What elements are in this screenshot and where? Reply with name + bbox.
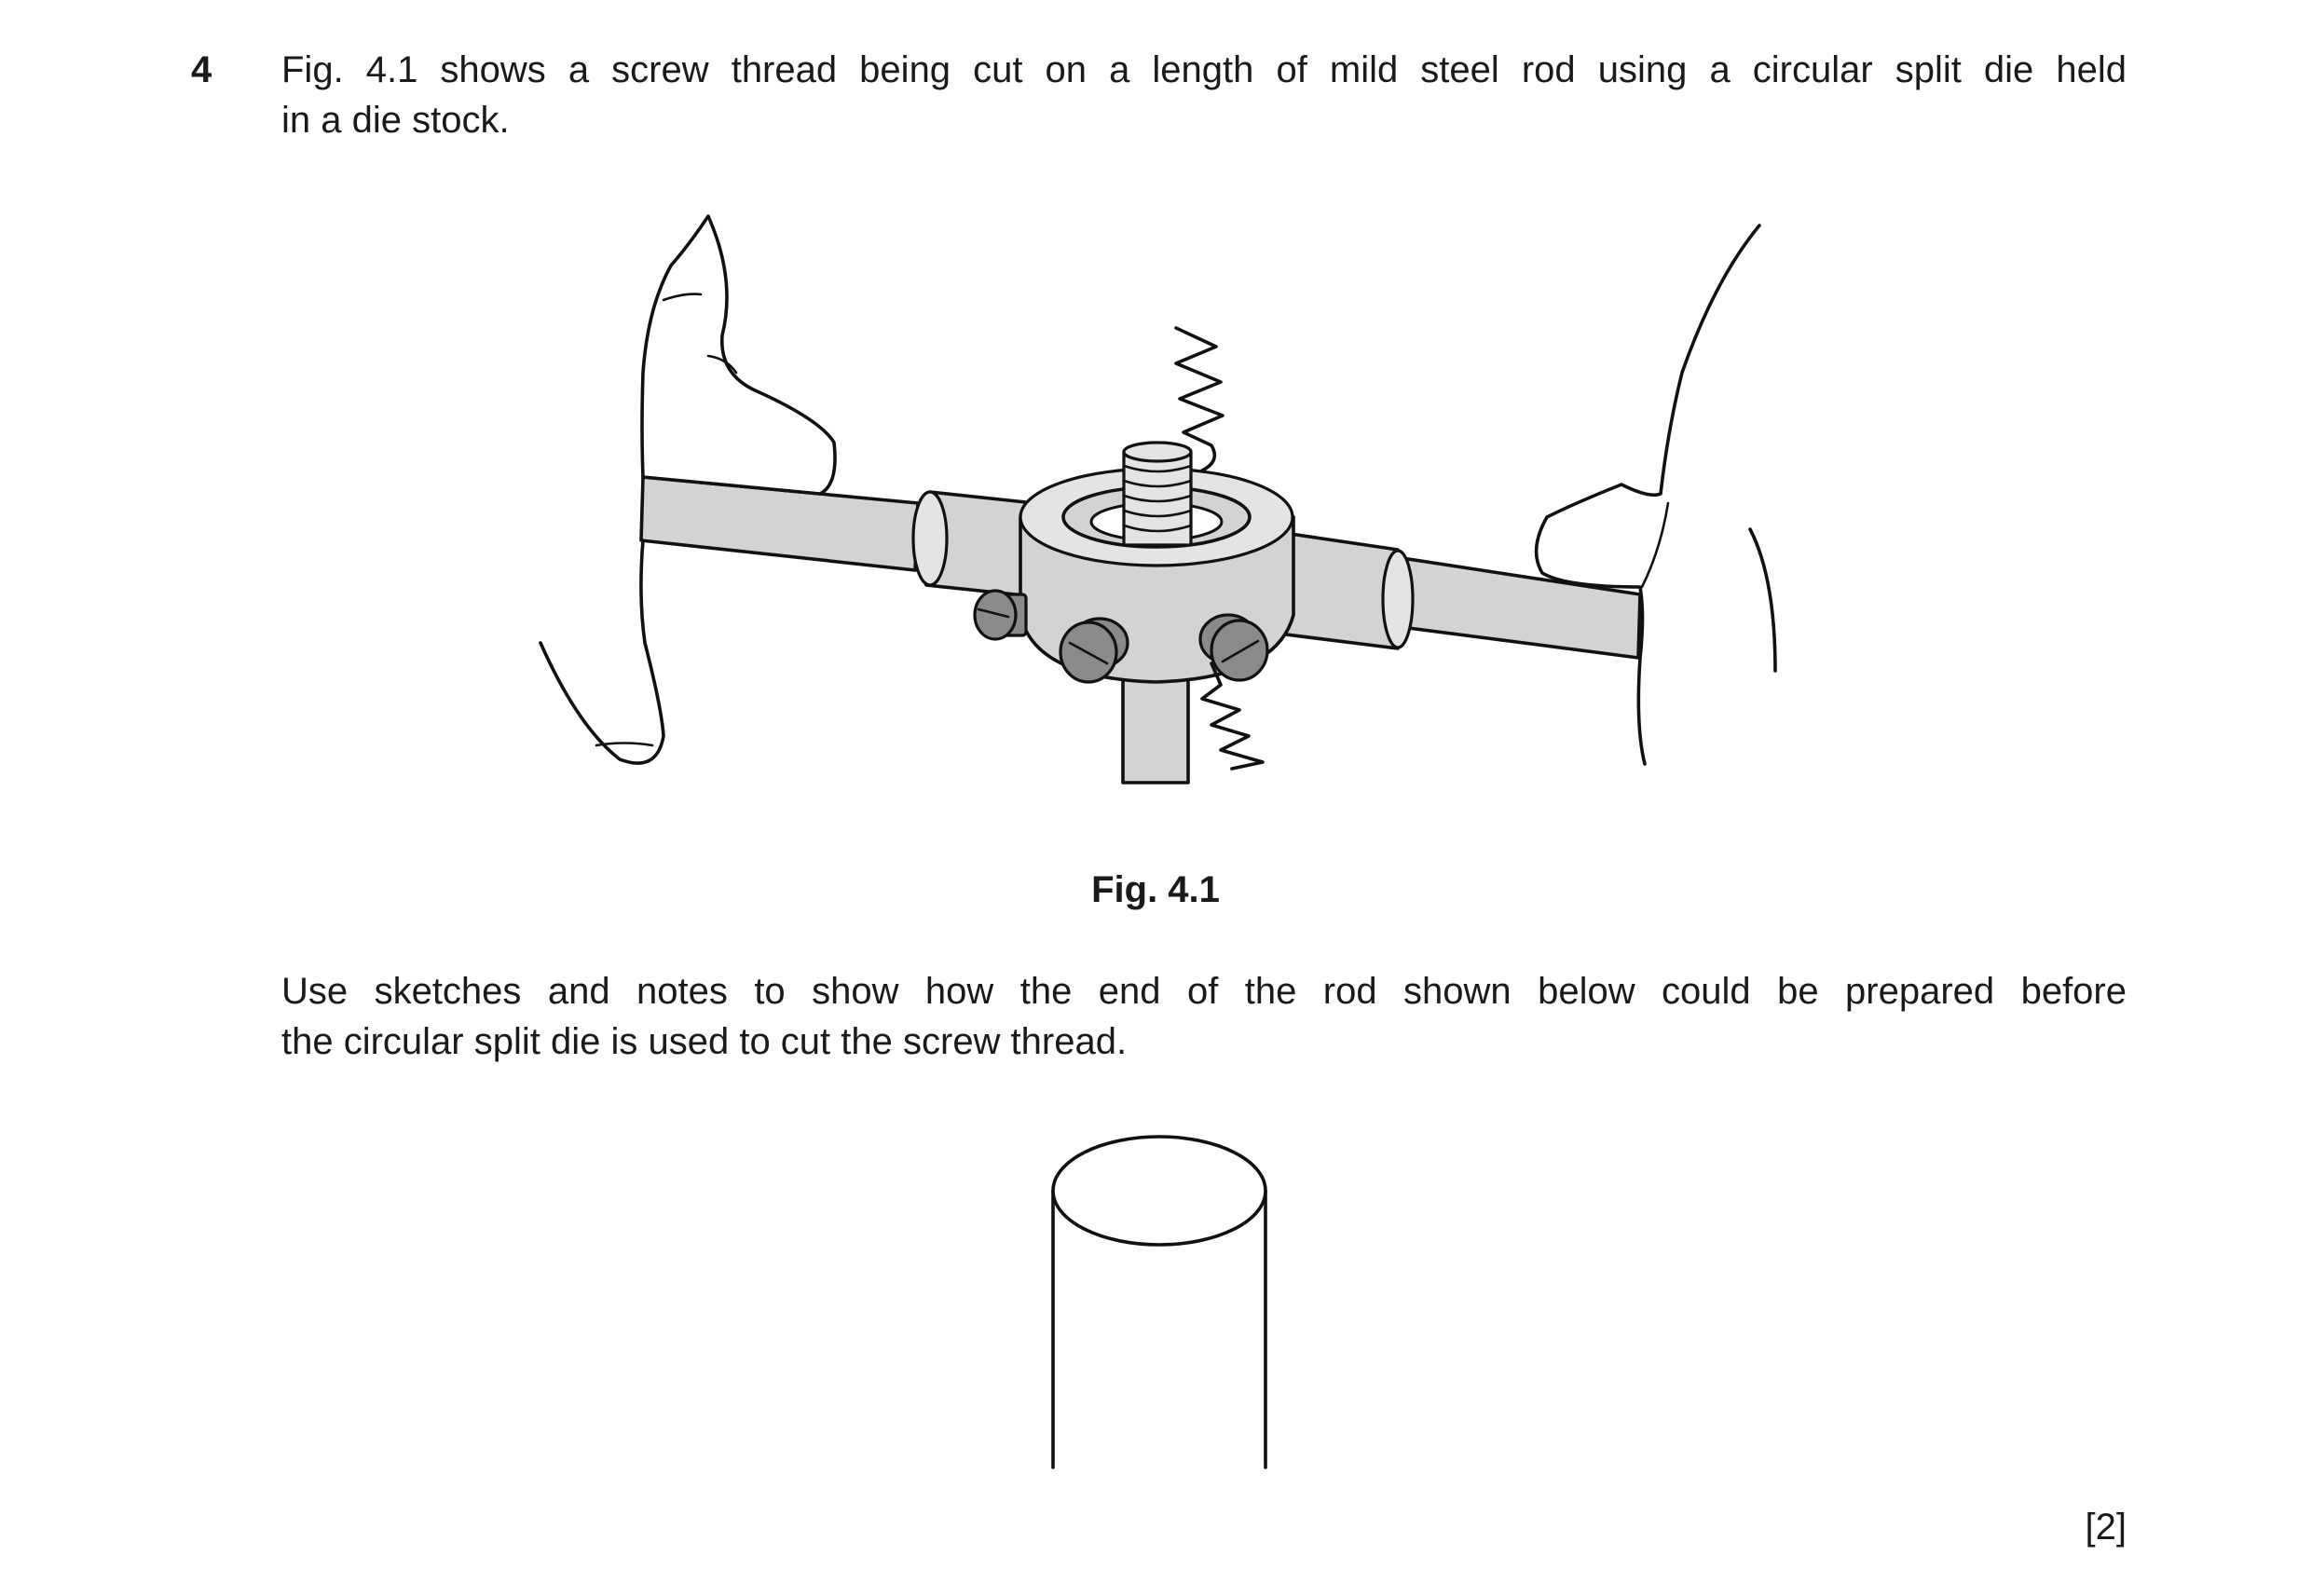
front-screw-right bbox=[1198, 613, 1269, 682]
question-number: 4 bbox=[191, 49, 212, 90]
question-intro-line-1: Fig. 4.1 shows a screw thread being cut … bbox=[281, 49, 2127, 90]
rod-end-face bbox=[1051, 1135, 1267, 1247]
left-handle-bar bbox=[639, 475, 920, 572]
question-marks: [2] bbox=[2085, 1507, 2127, 1548]
die-stock-illustration bbox=[539, 214, 1777, 784]
left-collar-end bbox=[911, 490, 949, 587]
swarf-curl-bottom bbox=[1200, 662, 1265, 771]
question-intro-line-2: in a die stock. bbox=[281, 100, 510, 141]
side-screw-left bbox=[973, 589, 1028, 641]
left-hand bbox=[640, 214, 837, 496]
right-collar-end bbox=[1381, 549, 1415, 649]
right-hand bbox=[1534, 224, 1761, 766]
question-instruction-line-2: the circular split die is used to cut th… bbox=[281, 1021, 1128, 1062]
swarf-curl-top bbox=[1174, 326, 1224, 472]
question-instruction-line-1: Use sketches and notes to show how the e… bbox=[281, 971, 2127, 1012]
front-screw-left bbox=[1059, 617, 1129, 684]
figure-caption: Fig. 4.1 bbox=[1091, 869, 1220, 910]
question-intro: Fig. 4.1 shows a screw thread being cut … bbox=[281, 45, 2127, 145]
question-instruction: Use sketches and notes to show how the e… bbox=[281, 966, 2127, 1067]
rod-end-drawing bbox=[1051, 1135, 1267, 1469]
